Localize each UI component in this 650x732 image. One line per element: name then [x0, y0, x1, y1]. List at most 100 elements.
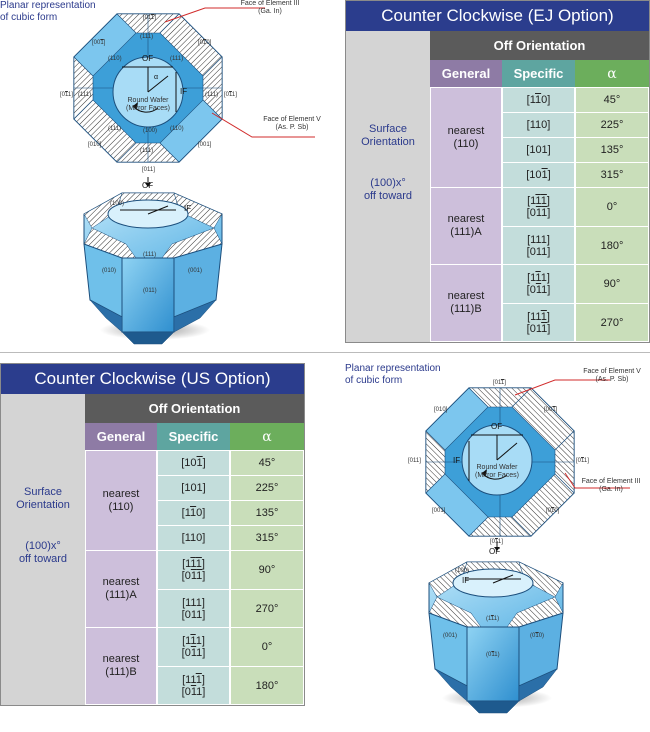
alpha-cell: 225° [576, 113, 648, 137]
specific-cell: [110] [503, 88, 574, 112]
group-cell: nearest(110) [86, 451, 156, 550]
label-top: [011] [143, 15, 156, 21]
label-lower-right: [010] [546, 508, 560, 514]
alpha-cell: 180° [231, 667, 303, 704]
round-wafer-label: Round Wafer (Mirror Faces) [126, 97, 170, 112]
solid-face-011: (011) [143, 288, 157, 294]
off-orientation-header: Off Orientation [85, 394, 304, 423]
alpha-header: α [575, 60, 649, 87]
solid-face-100: (100) [110, 201, 125, 207]
callout-element-iii: Face of Element III (Ga. In) [240, 0, 300, 15]
label-upper-right: [010] [198, 40, 212, 46]
specific-cell: [101] [158, 476, 229, 500]
label-upper-left: [001] [92, 40, 106, 46]
specific-cell: [101] [158, 451, 229, 475]
face-label-111-top: (111) [140, 34, 154, 40]
label-left: [011] [60, 92, 73, 98]
solid-face-111: (111) [143, 252, 157, 258]
solid-face-001: (001) [188, 268, 203, 274]
alpha-cell: 0° [231, 628, 303, 666]
off-orientation-header: Off Orientation [430, 31, 649, 60]
bottom-diagram-caption: Planar representation of cubic form [345, 363, 441, 387]
specific-header: Specific [157, 423, 230, 450]
of-label: OF [491, 422, 503, 431]
label-upper-right: [001] [544, 407, 558, 413]
solid-face-001: (001) [443, 633, 458, 639]
alpha-cell: 135° [576, 138, 648, 162]
planar-octagon [73, 13, 223, 163]
if-label: IF [453, 456, 461, 465]
label-lower-left: [010] [88, 142, 102, 148]
alpha-cell: 90° [576, 265, 648, 303]
alpha-cell: 45° [576, 88, 648, 112]
label-right: [011] [224, 92, 237, 98]
bottom-crystal-diagram [425, 379, 630, 714]
solid-face-111: (111) [486, 616, 500, 622]
solid-crystal [428, 561, 564, 714]
solid-if-label: IF [462, 576, 470, 585]
alpha-symbol: α [154, 74, 159, 81]
specific-cell: [101] [503, 138, 574, 162]
solid-of-label: OF [489, 547, 501, 556]
of-label: OF [142, 54, 154, 63]
caption-line-2: of cubic form [0, 12, 58, 23]
label-top: [011] [493, 380, 506, 386]
group-cell: nearest(110) [431, 88, 501, 187]
solid-of-label: OF [142, 181, 154, 190]
alpha-cell: 180° [576, 227, 648, 264]
general-header: General [430, 60, 502, 87]
label-lower-right: [001] [198, 142, 212, 148]
solid-face-100: (100) [455, 568, 470, 574]
round-wafer-label: Round Wafer (Mirror Faces) [475, 464, 519, 479]
if-label: IF [180, 87, 188, 96]
alpha-cell: 90° [231, 551, 303, 589]
group-cell: nearest(111)B [431, 265, 501, 341]
specific-cell: [111][011] [503, 227, 574, 264]
section-divider [0, 352, 650, 353]
top-diagram-caption: Planar representation of cubic form [0, 0, 96, 24]
solid-if-label: IF [184, 204, 192, 213]
alpha-cell: 225° [231, 476, 303, 500]
alpha-cell: 270° [576, 304, 648, 341]
specific-cell: [111][011] [503, 304, 574, 341]
callout-element-v: Face of Element V (As. P. Sb) [263, 116, 321, 131]
caption-line-1: Planar representation [0, 0, 96, 11]
caption-line-1: Planar representation [345, 363, 441, 374]
face-label-111-right: (111) [205, 92, 219, 98]
specific-cell: [111][011] [158, 628, 229, 666]
specific-cell: [111][011] [503, 188, 574, 226]
solid-face-011: (011) [486, 652, 500, 658]
specific-cell: [101] [503, 163, 574, 187]
alpha-cell: 270° [231, 590, 303, 627]
face-label-111-bottom: (111) [140, 148, 154, 154]
table-title: Counter Clockwise (US Option) [1, 364, 304, 394]
alpha-cell: 135° [231, 501, 303, 525]
specific-cell: [111][011] [158, 667, 229, 704]
face-label-111-ur: (111) [170, 56, 184, 62]
face-label-110-ul: (110) [108, 56, 122, 62]
group-cell: nearest(111)B [86, 628, 156, 704]
label-left: [011] [408, 458, 421, 464]
alpha-cell: 315° [231, 526, 303, 550]
alpha-cell: 45° [231, 451, 303, 475]
group-cell: nearest(111)A [86, 551, 156, 627]
label-lower-left: [001] [432, 508, 446, 514]
specific-cell: [111][011] [158, 590, 229, 627]
label-right: [011] [576, 458, 589, 464]
solid-face-010: (010) [530, 633, 545, 639]
face-label-100: (100) [143, 128, 158, 134]
label-bottom: [011] [490, 539, 503, 545]
general-header: General [85, 423, 157, 450]
specific-header: Specific [502, 60, 575, 87]
alpha-cell: 0° [576, 188, 648, 226]
table-title: Counter Clockwise (EJ Option) [346, 1, 649, 31]
top-crystal-diagram [73, 7, 315, 345]
specific-cell: [111][011] [503, 265, 574, 303]
specific-cell: [111][011] [158, 551, 229, 589]
label-upper-left: [010] [434, 407, 448, 413]
solid-crystal [83, 192, 223, 345]
